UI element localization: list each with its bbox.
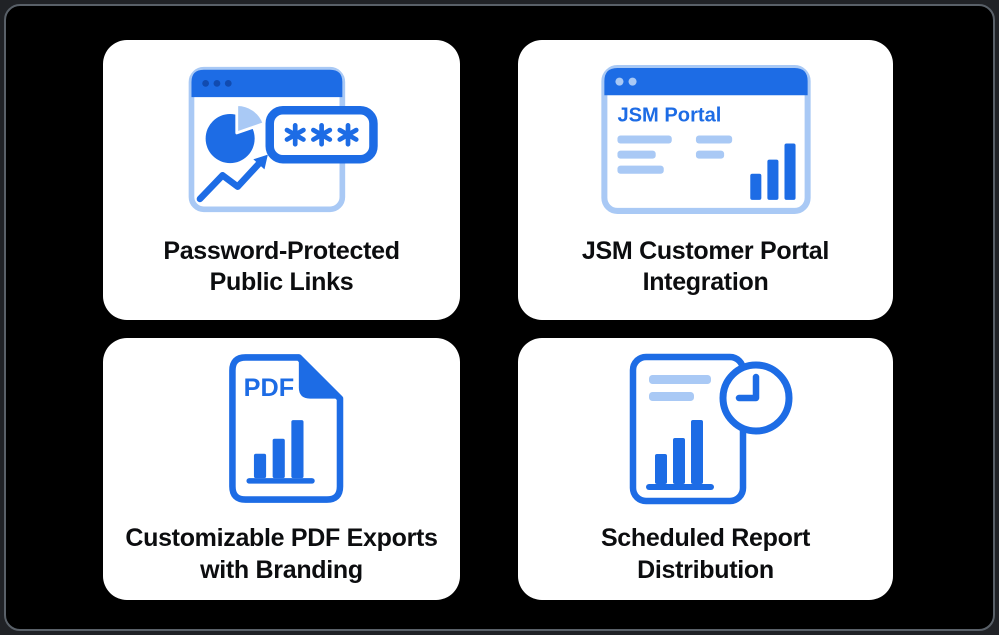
feature-card-grid: Password-Protected Public Links JSM Port… [103,40,893,600]
bar-chart-icon [245,420,315,484]
pdf-export-icon: PDF [207,346,357,511]
password-protected-window-icon [183,56,381,224]
bar-chart-icon [645,419,714,490]
password-field-icon [265,106,378,164]
feature-panel: Password-Protected Public Links JSM Port… [4,4,995,631]
text-lines [648,374,711,401]
card-title: Scheduled Report Distribution [600,524,811,584]
folded-corner-icon [298,357,340,399]
card-pdf-exports: PDF Customizable PDF Exports with Brandi… [103,338,460,600]
pdf-label: PDF [243,374,294,402]
trend-arrow-icon [196,154,268,203]
window-dots-icon [614,77,637,86]
card-title: JSM Customer Portal Integration [581,236,830,297]
scheduled-report-illustration [629,353,792,504]
card-scheduled-reports: Scheduled Report Distribution [518,338,893,600]
card-title: Customizable PDF Exports with Branding [125,524,438,584]
card-title: Password-Protected Public Links [163,236,400,297]
pdf-document-illustration: PDF [228,354,343,503]
card-jsm-portal-integration: JSM Portal JSM Customer Portal [518,40,893,320]
jsm-portal-illustration: JSM Portal [600,65,811,214]
jsm-portal-label: JSM Portal [617,104,721,126]
bar-chart-icon [749,143,796,200]
clock-icon [719,361,792,434]
jsm-portal-window-icon: JSM Portal [595,56,817,224]
password-window-illustration [188,66,378,213]
window-dots-icon [201,80,232,87]
text-lines [616,135,732,174]
card-password-protected-links: Password-Protected Public Links [103,40,460,320]
scheduled-report-icon [616,346,796,511]
pie-chart-icon [205,103,265,164]
